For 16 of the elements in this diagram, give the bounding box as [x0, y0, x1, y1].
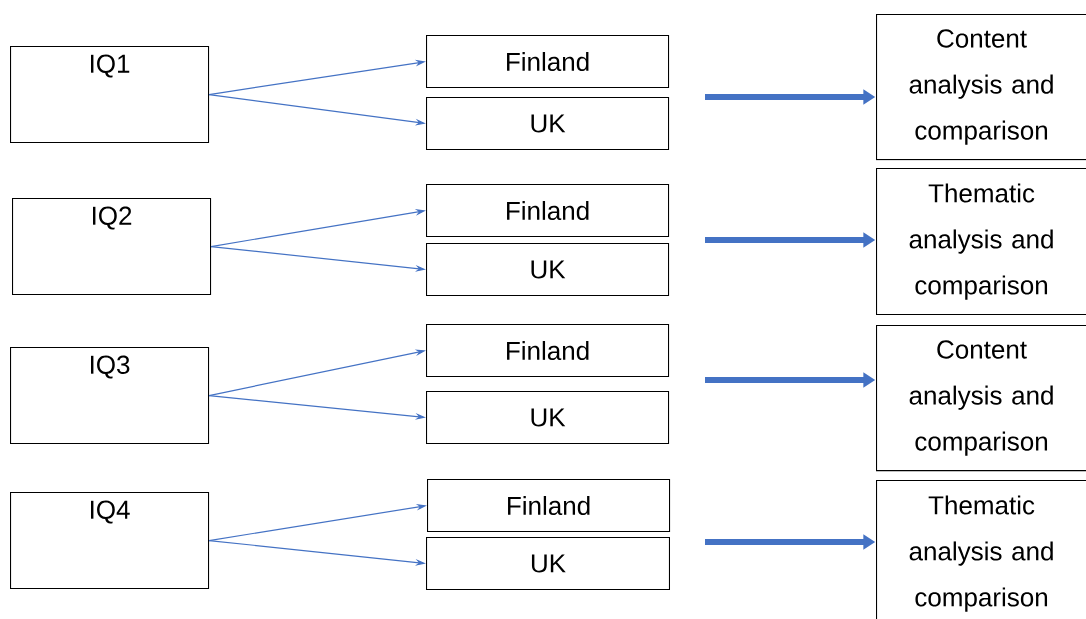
country-box: UK: [426, 243, 670, 297]
question-box: IQ4: [10, 492, 210, 590]
country-box: Finland: [426, 35, 670, 89]
analysis-box: Content analysis and comparison: [876, 14, 1086, 161]
country-box: Finland: [426, 324, 670, 378]
country-box: Finland: [426, 184, 670, 238]
country-box: Finland: [427, 479, 671, 533]
country-box: UK: [426, 537, 670, 591]
question-box: IQ3: [10, 347, 210, 445]
analysis-box: Thematic analysis and comparison: [876, 480, 1086, 619]
country-box: UK: [426, 97, 670, 151]
analysis-box: Thematic analysis and comparison: [876, 168, 1086, 316]
question-box: IQ2: [12, 198, 212, 296]
country-box: UK: [426, 391, 670, 445]
analysis-box: Content analysis and comparison: [876, 325, 1086, 472]
question-box: IQ1: [10, 46, 210, 144]
